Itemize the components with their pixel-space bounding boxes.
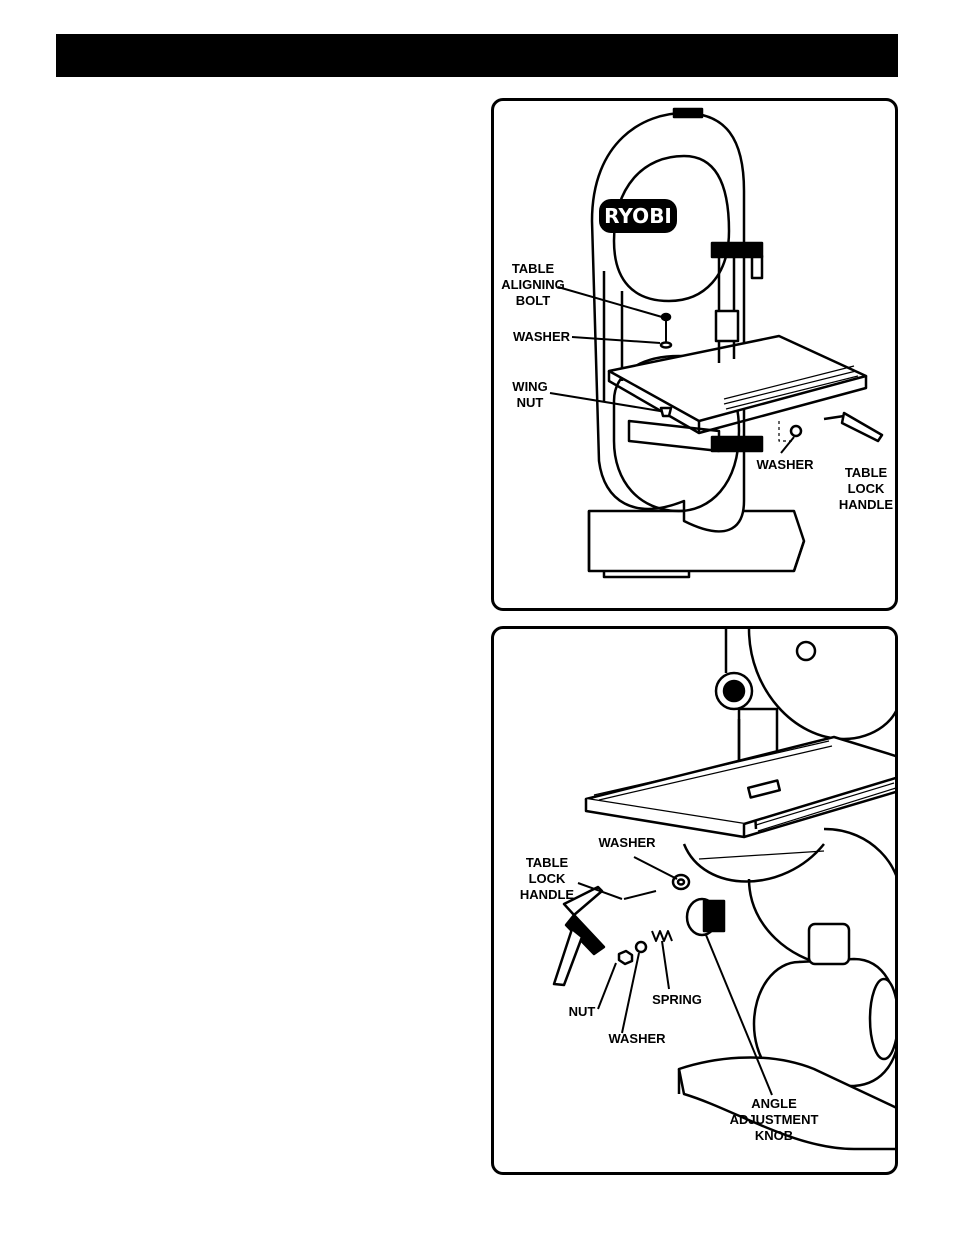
table-tilt-illustration (552, 629, 895, 1151)
callout-washer-top: WASHER (598, 835, 656, 850)
callout-washer-side: WASHER (756, 457, 814, 472)
callout-table-lock-handle: TABLE LOCK HANDLE (519, 855, 575, 902)
callout-nut: NUT (568, 1004, 596, 1019)
callout-table-lock-handle: TABLE LOCK HANDLE (838, 465, 894, 512)
ryobi-logo-badge: RYOBI (599, 199, 677, 233)
callout-leader-lines (577, 856, 773, 1096)
bandsaw-illustration: RYOBI (549, 107, 884, 579)
page-header-bar (56, 34, 898, 77)
leader-washer-bottom (621, 952, 640, 1034)
leader-nut (597, 962, 617, 1010)
leader-table-lock-handle (577, 882, 623, 900)
figure-table-tilt-assembly: WASHER TABLE LOCK HANDLE NUT WASHER SPRI… (491, 626, 898, 1175)
leader-spring (661, 940, 670, 990)
leader-angle-adjustment-knob (705, 934, 773, 1096)
callout-table-aligning-bolt: TABLE ALIGNING BOLT (501, 261, 565, 308)
callout-wing-nut: WING NUT (512, 379, 548, 410)
figure-table-alignment: RYOBI TABLE ALIGNING BOLT WASHER WING NU… (491, 98, 898, 611)
leader-washer-side (780, 436, 795, 454)
callout-angle-adjustment-knob: ANGLE ADJUSTMENT KNOB (729, 1096, 819, 1143)
leader-washer-top (571, 336, 661, 344)
leader-washer-top (633, 856, 678, 880)
leader-table-aligning-bolt (557, 286, 663, 318)
leader-wing-nut (549, 392, 661, 412)
callout-washer-top: WASHER (512, 329, 570, 344)
brand-logo-text: RYOBI (604, 204, 672, 228)
callout-spring: SPRING (652, 992, 702, 1007)
callout-leader-lines (549, 286, 795, 454)
callout-washer-bottom: WASHER (608, 1031, 666, 1046)
